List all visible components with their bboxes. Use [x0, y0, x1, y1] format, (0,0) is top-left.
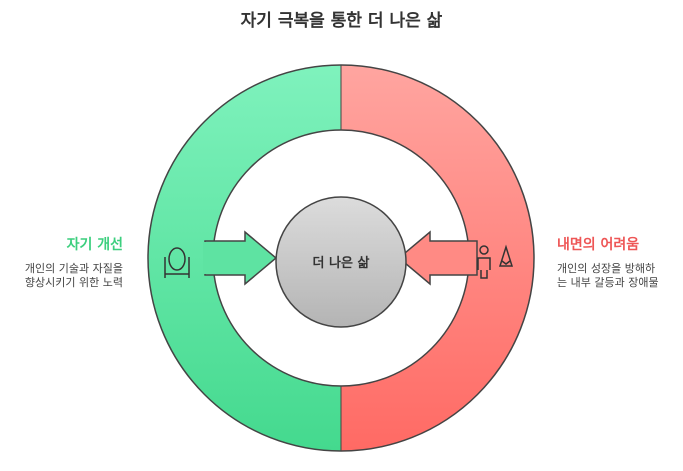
person-mountain-icon [477, 244, 514, 279]
inner-difficulty-desc-2: 는 내부 갈등과 장애물 [557, 276, 659, 289]
mirror-icon [164, 247, 190, 278]
center-label: 더 나은 삶 [312, 256, 370, 271]
diagram-title: 자기 극복을 통한 더 나은 삶 [240, 11, 443, 31]
inner-difficulty-desc-1: 개인의 성장을 방해하 [557, 262, 656, 275]
self-improvement-desc-2: 향상시키기 위한 노력 [24, 276, 123, 289]
self-improvement-desc-1: 개인의 기술과 자질을 [24, 262, 123, 275]
right-arrow [397, 230, 478, 286]
center-circle [275, 196, 407, 328]
inner-difficulty-title: 내면의 어려움 [557, 237, 640, 253]
self-improvement-panel: 자기 개선 개인의 기술과 자질을 향상시키기 위한 노력 [0, 238, 123, 290]
inner-difficulty-panel: 내면의 어려움 개인의 성장을 방해하 는 내부 갈등과 장애물 [557, 238, 683, 290]
left-arrow [204, 230, 278, 286]
self-improvement-title: 자기 개선 [66, 237, 123, 253]
